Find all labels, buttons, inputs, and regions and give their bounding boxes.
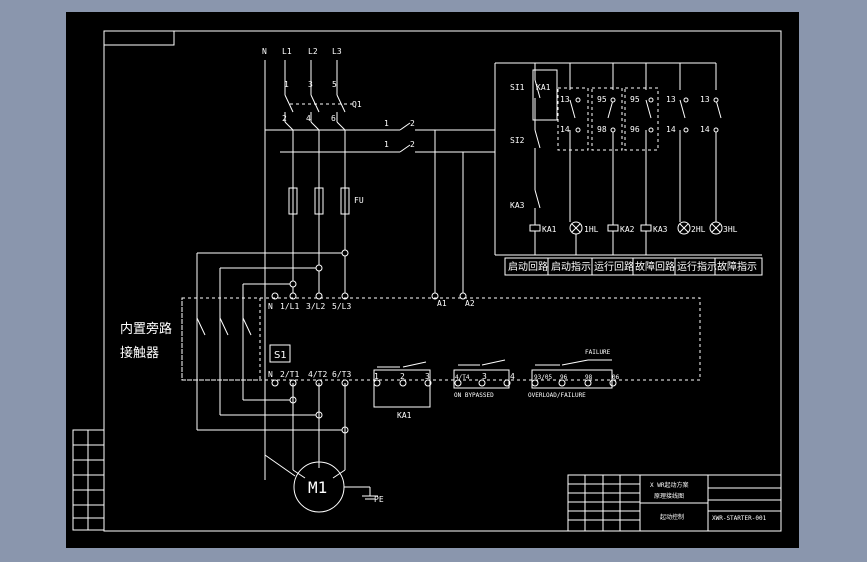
failure-relay-block — [531, 369, 613, 389]
num-mid-2: 98 — [597, 125, 607, 134]
fuses — [288, 187, 350, 215]
num-top-5: 13 — [700, 95, 710, 104]
label-l2: L2 — [308, 47, 318, 56]
label-n: N — [262, 47, 267, 56]
control-feed-lines — [265, 122, 495, 296]
corner-box — [103, 30, 175, 46]
aux-num-c: 1 — [384, 140, 389, 149]
ka1-coil-top: KA1 — [536, 83, 551, 92]
title-code: XWR-STARTER-001 — [712, 515, 767, 522]
bottom-3hl: 3HL — [723, 225, 738, 234]
title-line-2: 原理接线图 — [654, 492, 684, 500]
left-revision-strip — [72, 429, 105, 531]
num-top-1: 13 — [560, 95, 570, 104]
num-mid-3: 96 — [630, 125, 640, 134]
num-mid-5: 14 — [700, 125, 710, 134]
on-bypassed-label: ON BYPASSED — [454, 392, 494, 399]
bypass-relay-block — [453, 369, 510, 389]
num-top-3: 95 — [630, 95, 640, 104]
failure-contacts — [535, 359, 612, 366]
ka3-contact: KA3 — [510, 201, 525, 210]
s1-label: S1 — [274, 350, 287, 361]
bottom-ka1: KA1 — [542, 225, 557, 234]
fail-term-1: 93/05 — [534, 374, 552, 381]
ka1-term-2: 2 — [400, 372, 405, 381]
term-top-l2: 3/L2 — [306, 302, 325, 311]
motor-label: M1 — [308, 478, 327, 497]
ka1-relay-block — [373, 369, 431, 408]
breaker-num-4: 4 — [306, 114, 311, 123]
ka1-label: KA1 — [397, 411, 412, 420]
bottom-2hl: 2HL — [691, 225, 706, 234]
num-top-2: 95 — [597, 95, 607, 104]
ground-symbol — [344, 486, 378, 500]
s1-box — [269, 344, 291, 363]
sw-si1: SI1 — [510, 83, 525, 92]
legend-start-circuit: 启动回路 — [508, 260, 548, 273]
drawing-border — [103, 30, 782, 532]
aux-num-d: 2 — [410, 140, 415, 149]
ka1-term-3: 3 — [425, 372, 430, 381]
term-bot-n: N — [268, 370, 273, 379]
legend-start-indicator: 启动指示 — [551, 260, 591, 273]
bypass-contactor-label-1: 内置旁路 — [120, 321, 172, 337]
pe-label: PE — [374, 495, 384, 504]
ka1-term-1: 1 — [374, 372, 379, 381]
label-l1: L1 — [282, 47, 292, 56]
fail-term-2: 96 — [560, 374, 568, 381]
aux-num-b: 2 — [410, 119, 415, 128]
motor-feed — [264, 383, 346, 480]
sw-si2: SI2 — [510, 136, 525, 145]
control-circuit — [494, 62, 763, 276]
term-bot-t3: 6/T3 — [332, 370, 351, 379]
bottom-ka2: KA2 — [620, 225, 635, 234]
term-bot-t2: 4/T2 — [308, 370, 327, 379]
overload-failure-label: OVERLOAD/FAILURE — [528, 392, 586, 399]
legend-run-indicator: 运行指示 — [677, 260, 717, 273]
term-top-l1: 1/L1 — [280, 302, 299, 311]
term-top-l3: 5/L3 — [332, 302, 351, 311]
num-mid-1: 14 — [560, 125, 570, 134]
failure-top-label: FAILURE — [585, 349, 611, 356]
term-a2: A2 — [465, 299, 475, 308]
label-l3: L3 — [332, 47, 342, 56]
legend-run-circuit: 运行回路 — [594, 260, 634, 273]
bypass-contacts — [458, 359, 506, 366]
legend-fault-circuit: 故障回路 — [635, 260, 675, 273]
fail-term-4: 06 — [612, 374, 620, 381]
legend-fault-indicator: 故障指示 — [717, 260, 757, 273]
bypass-wiring — [196, 252, 345, 431]
breaker-num-1: 1 — [284, 80, 289, 89]
breaker-num-3: 3 — [308, 80, 313, 89]
num-top-4: 13 — [666, 95, 676, 104]
term-bot-t1: 2/T1 — [280, 370, 299, 379]
bypass-term-1: 4/T4 — [455, 374, 470, 381]
bottom-1hl: 1HL — [584, 225, 599, 234]
drawing-sheet — [66, 12, 799, 548]
title-block — [567, 474, 782, 532]
bypass-contactor-box — [181, 297, 261, 381]
title-line-1: X WR起动方案 — [650, 481, 688, 489]
breaker-num-5: 5 — [332, 80, 337, 89]
breaker-num-6: 6 — [331, 114, 336, 123]
bypass-term-2: 3 — [482, 372, 487, 381]
ka1-contacts — [377, 361, 427, 368]
num-mid-4: 14 — [666, 125, 676, 134]
bypass-contactor-label-2: 接触器 — [120, 345, 159, 361]
fail-term-3: 98 — [585, 374, 593, 381]
term-top-n: N — [268, 302, 273, 311]
breaker-num-2: 2 — [282, 114, 287, 123]
bottom-ka3: KA3 — [653, 225, 668, 234]
breaker-label: Q1 — [352, 100, 362, 109]
term-a1: A1 — [437, 299, 447, 308]
title-line-3: 起动控制 — [660, 513, 684, 521]
fuse-label: FU — [354, 196, 364, 205]
aux-num-a: 1 — [384, 119, 389, 128]
bypass-term-3: 4 — [510, 372, 515, 381]
